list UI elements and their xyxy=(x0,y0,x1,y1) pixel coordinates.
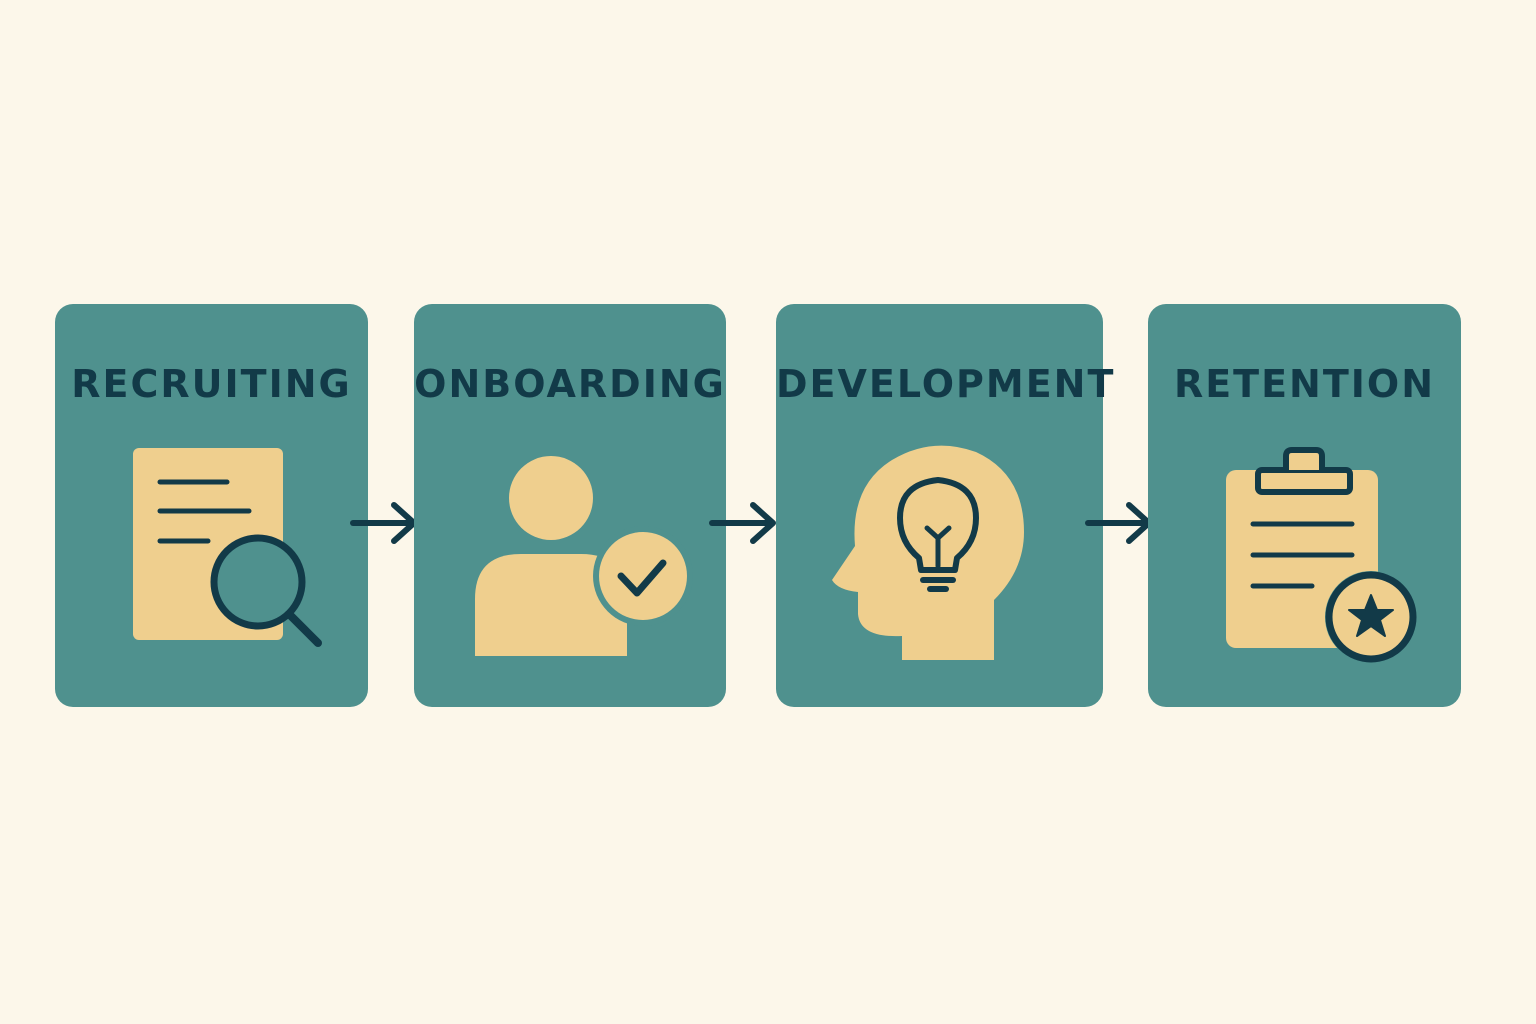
stage-title-development: DEVELOPMENT xyxy=(776,362,1116,406)
stage-card-retention: RETENTION xyxy=(1148,304,1461,707)
stage-card-development: DEVELOPMENT xyxy=(776,304,1116,707)
arrow-right-icon xyxy=(709,502,776,544)
stage-title-recruiting: RECRUITING xyxy=(71,362,352,406)
stage-card-recruiting: RECRUITING xyxy=(55,304,368,707)
person-check-icon xyxy=(475,456,693,656)
stage-title-retention: RETENTION xyxy=(1173,362,1436,406)
head-lightbulb-icon xyxy=(832,445,1024,660)
clipboard-star-icon xyxy=(1226,447,1417,663)
arrow-right-icon xyxy=(350,502,417,544)
stage-title-onboarding: ONBOARDING xyxy=(414,362,726,406)
resume-search-icon xyxy=(133,448,322,647)
stage-card-onboarding: ONBOARDING xyxy=(414,304,726,707)
arrow-right-icon xyxy=(1085,502,1152,544)
